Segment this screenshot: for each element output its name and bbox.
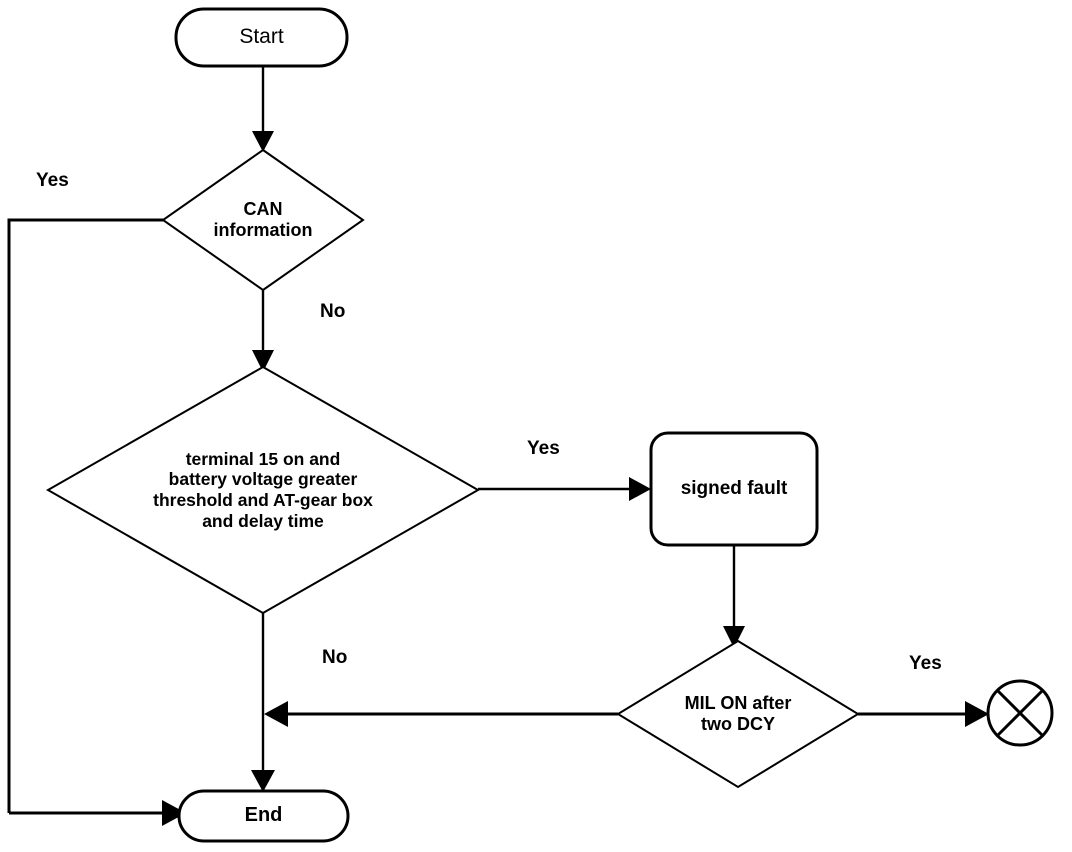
arrowhead-mil-no	[264, 701, 288, 727]
edge-label-conditions-yes: Yes	[527, 438, 560, 459]
arrowhead-signed-fault-to-mil	[723, 626, 745, 648]
arrowhead-conditions-no-to-end	[251, 770, 275, 792]
arrowhead-can-yes-to-end	[162, 800, 186, 826]
node-end[interactable]	[177, 789, 350, 843]
node-start[interactable]	[174, 7, 349, 68]
edge-label-mil-yes: Yes	[909, 653, 942, 674]
edge-label-can-yes: Yes	[36, 170, 69, 191]
arrowhead-start-to-can	[252, 131, 274, 152]
node-can-information[interactable]	[161, 148, 365, 292]
arrowhead-can-no-to-conditions	[252, 350, 274, 372]
arrowhead-conditions-yes	[629, 477, 651, 501]
node-signed-fault[interactable]	[649, 431, 819, 547]
edge-label-conditions-no: No	[322, 647, 348, 668]
edge-can-yes-rail	[7, 218, 163, 813]
crossed-circle-stroke-b	[996, 689, 1044, 737]
node-mil-on[interactable]	[616, 639, 860, 789]
edge-label-can-no: No	[320, 301, 346, 322]
node-conditions[interactable]	[45, 365, 481, 615]
arrowhead-mil-yes	[965, 701, 989, 727]
